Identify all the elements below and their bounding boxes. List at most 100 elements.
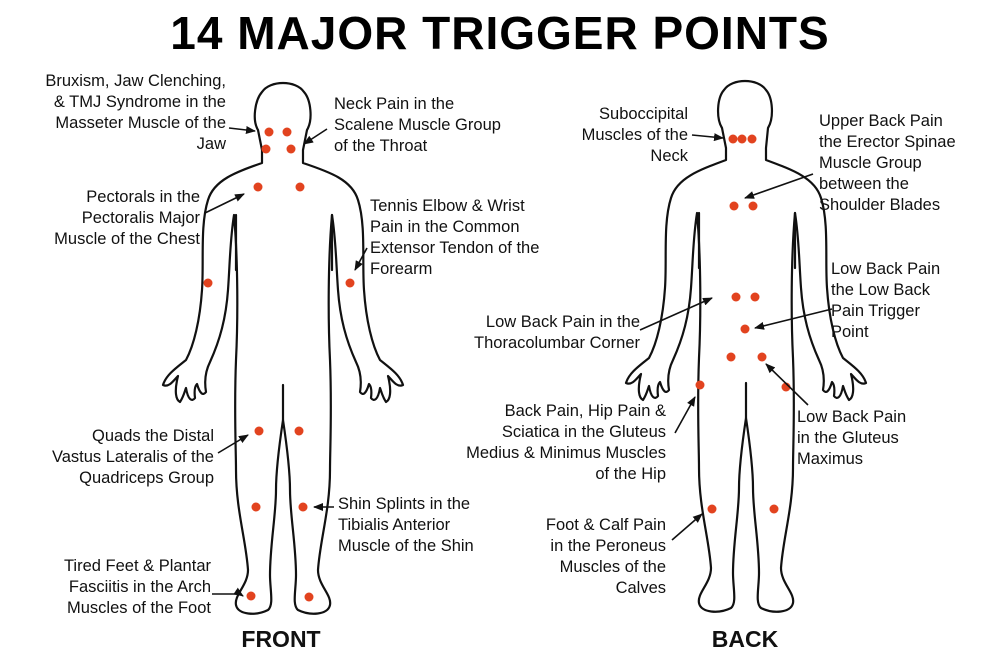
trigger-point-masseter-left[interactable] [264, 127, 274, 137]
arrow-pectorals [204, 193, 245, 214]
trigger-point-gluteus-med-left[interactable] [695, 380, 705, 390]
label-line: Shin Splints in the [338, 495, 470, 513]
front-body-figure [161, 81, 405, 615]
trigger-point-foot-right[interactable] [304, 592, 314, 602]
label-line: Scalene Muscle Group [334, 116, 501, 134]
arrow-suboccipital [691, 133, 724, 142]
trigger-point-low-back[interactable] [740, 324, 750, 334]
trigger-point-thoracolumbar-right[interactable] [750, 292, 760, 302]
trigger-point-calf-right[interactable] [769, 504, 779, 514]
trigger-point-shin-left[interactable] [251, 502, 261, 512]
label-line: the Erector Spinae [819, 133, 956, 151]
front-view-label: FRONT [241, 626, 320, 652]
trigger-point-upper-back-right[interactable] [748, 201, 758, 211]
label-line: of the Hip [595, 465, 666, 483]
trigger-point-quad-right[interactable] [294, 426, 304, 436]
label-line: Muscle of the Shin [338, 537, 474, 555]
label-line: Pectoralis Major [82, 209, 201, 227]
label-line: Low Back Pain in the [486, 313, 640, 331]
arrow-masseter [228, 125, 256, 134]
trigger-point-gluteus-max-left[interactable] [726, 352, 736, 362]
label-line: Pain in the Common [370, 218, 520, 236]
label-line: Low Back Pain [797, 408, 906, 426]
label-line: Masseter Muscle of the [55, 114, 226, 132]
label-line: Thoracolumbar Corner [474, 334, 640, 352]
diagram-title: 14 MAJOR TRIGGER POINTS [170, 7, 830, 59]
label-line: Suboccipital [599, 105, 688, 123]
front-arrows [204, 125, 368, 597]
arrow-low-back-trigger [754, 308, 833, 330]
trigger-point-foot-left[interactable] [246, 591, 256, 601]
label-line: Foot & Calf Pain [546, 516, 666, 534]
label-line: Quadriceps Group [79, 469, 214, 487]
trigger-point-pectoral-left[interactable] [253, 182, 263, 192]
front-labels: Bruxism, Jaw Clenching,& TMJ Syndrome in… [45, 72, 539, 652]
trigger-point-suboccipital-3[interactable] [747, 134, 757, 144]
trigger-point-suboccipital-2[interactable] [737, 134, 747, 144]
trigger-point-suboccipital-1[interactable] [728, 134, 738, 144]
trigger-point-quad-left[interactable] [254, 426, 264, 436]
back-body-figure [624, 79, 868, 613]
label-gluteus-medius: Back Pain, Hip Pain & Sciatica in the Glu… [466, 402, 666, 483]
back-trigger-points [695, 134, 791, 514]
back-view-label: BACK [712, 626, 779, 652]
label-line: in the Peroneus [550, 537, 666, 555]
label-line: Shoulder Blades [819, 196, 940, 214]
front-body-outline [161, 81, 405, 615]
label-line: the Low Back [831, 281, 931, 299]
label-line: Muscles of the [560, 558, 666, 576]
arrow-quads [217, 434, 249, 454]
label-line: & TMJ Syndrome in the [54, 93, 226, 111]
label-line: Point [831, 323, 869, 341]
arrow-gluteus-medius [674, 396, 696, 434]
label-line: Medius & Minimus Muscles [466, 444, 666, 462]
label-line: Upper Back Pain [819, 112, 943, 130]
trigger-point-pectoral-right[interactable] [295, 182, 305, 192]
label-line: Maximus [797, 450, 863, 468]
trigger-point-forearm-left[interactable] [203, 278, 213, 288]
trigger-point-shin-right[interactable] [298, 502, 308, 512]
label-line: Pain Trigger [831, 302, 920, 320]
trigger-point-gluteus-max-right[interactable] [757, 352, 767, 362]
label-line: Calves [616, 579, 666, 597]
arrow-gluteus-maximus [765, 363, 809, 406]
trigger-point-forearm-right[interactable] [345, 278, 355, 288]
label-line: Muscle of the Chest [54, 230, 200, 248]
label-line: Pectorals in the [86, 188, 200, 206]
label-line: Muscles of the [582, 126, 688, 144]
label-line: Tired Feet & Plantar [64, 557, 212, 575]
arrow-peroneus [671, 513, 703, 541]
trigger-point-scalene-right[interactable] [286, 144, 296, 154]
arrow-feet [212, 587, 244, 597]
trigger-point-thoracolumbar-left[interactable] [731, 292, 741, 302]
trigger-point-calf-left[interactable] [707, 504, 717, 514]
arrow-scalene [303, 128, 328, 145]
label-line: Back Pain, Hip Pain & [505, 402, 666, 420]
back-body-outline [624, 79, 868, 613]
label-line: Vastus Lateralis of the [52, 448, 214, 466]
label-line: Sciatica in the Gluteus [502, 423, 666, 441]
front-trigger-points [203, 127, 355, 602]
trigger-point-scalene-left[interactable] [261, 144, 271, 154]
label-line: Extensor Tendon of the [370, 239, 539, 257]
trigger-point-upper-back-left[interactable] [729, 201, 739, 211]
label-line: Tennis Elbow & Wrist [370, 197, 525, 215]
label-line: between the [819, 175, 909, 193]
trigger-point-masseter-right[interactable] [282, 127, 292, 137]
label-line: Forearm [370, 260, 432, 278]
label-line: Neck [650, 147, 688, 165]
label-line: Jaw [197, 135, 226, 153]
label-line: Fasciitis in the Arch [69, 578, 211, 596]
